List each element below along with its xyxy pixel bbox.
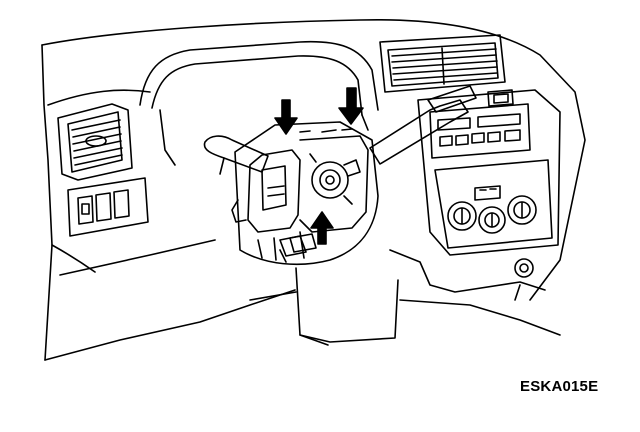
down-arrow-right [339, 88, 363, 124]
left-air-vent [58, 104, 132, 180]
instrument-cluster-hood [140, 42, 378, 165]
left-switch-panel [68, 178, 148, 236]
right-stalk-lever [370, 86, 476, 164]
center-stack [418, 90, 560, 255]
steering-column-cover [250, 268, 398, 345]
lighter-knob [515, 259, 533, 277]
left-stalk-lever [204, 136, 268, 174]
multifunction-switch-assembly [232, 122, 378, 264]
arrows [275, 88, 363, 244]
down-arrow-left [275, 100, 297, 134]
up-arrow-bottom [311, 212, 333, 244]
hazard-switch-box [488, 90, 513, 106]
lower-connector [280, 234, 316, 262]
dashboard-outline [42, 20, 585, 360]
climate-control-panel [435, 160, 552, 248]
center-air-vent [380, 35, 505, 92]
figure-code-label: ESKA015E [520, 378, 599, 395]
